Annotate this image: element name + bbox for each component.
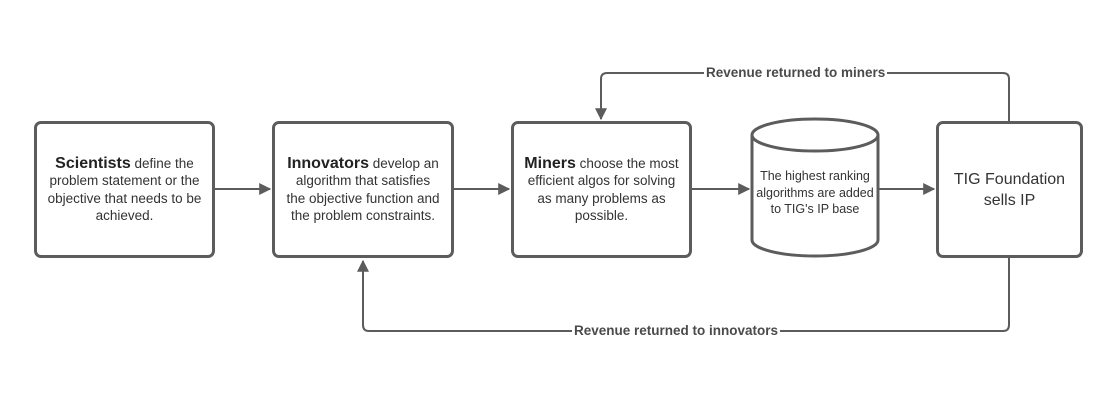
foundation-box: TIG Foundation sells IP: [936, 121, 1083, 258]
arrow-revenue-to-innovators: [357, 257, 1010, 332]
scientists-box: Scientists define the problem statement …: [34, 121, 215, 258]
scientists-text: Scientists define the problem statement …: [47, 154, 202, 224]
miners-box: Miners choose the most efficient algos f…: [511, 121, 692, 258]
revenue-innovators-label: Revenue returned to innovators: [572, 323, 781, 339]
ip-base-text: The highest ranking algorithms are added…: [756, 169, 874, 216]
innovators-text: Innovators develop an algorithm that sat…: [286, 154, 440, 224]
ip-base-cylinder: [750, 117, 880, 258]
foundation-text: TIG Foundation sells IP: [953, 170, 1066, 209]
miners-text: Miners choose the most efficient algos f…: [524, 154, 679, 224]
revenue-miners-label: Revenue returned to miners: [704, 65, 888, 81]
innovators-box: Innovators develop an algorithm that sat…: [272, 121, 454, 258]
